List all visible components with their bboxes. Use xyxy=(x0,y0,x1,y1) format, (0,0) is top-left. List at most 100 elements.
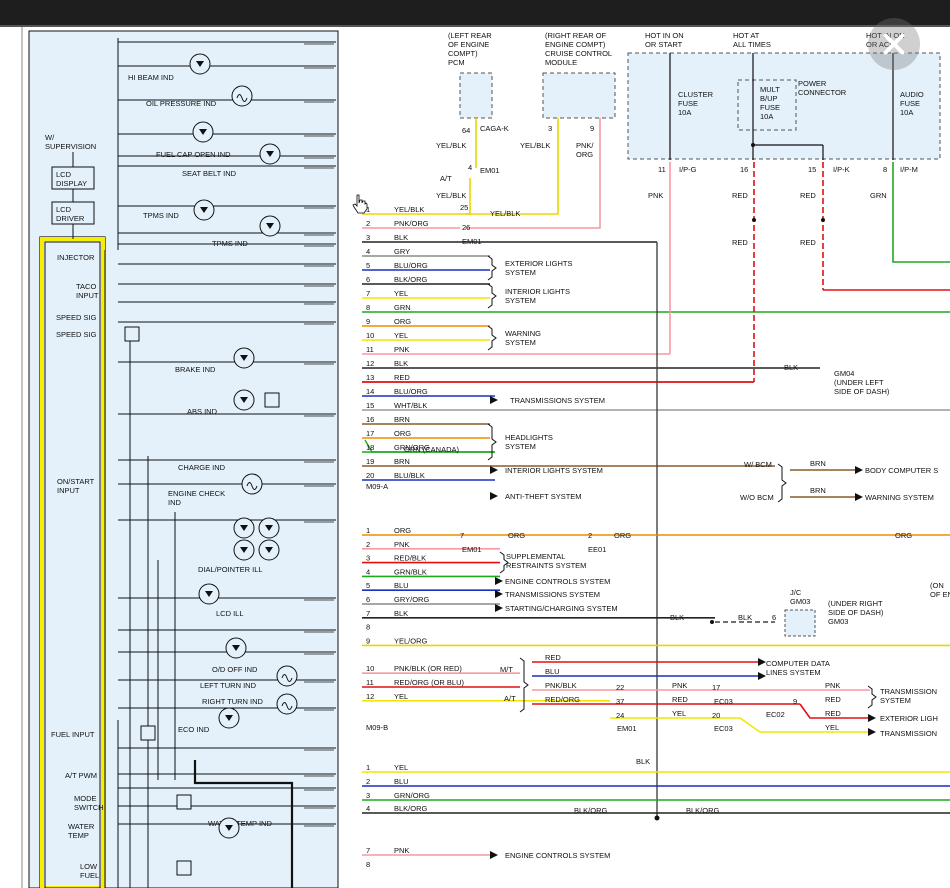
pin-number: 22 xyxy=(616,683,624,692)
arrow-icon xyxy=(490,851,498,859)
pin-number: 7 xyxy=(366,846,370,855)
arrow-icon xyxy=(855,466,863,474)
indicator-label: TPMS IND xyxy=(143,211,179,220)
wire-label: RED xyxy=(672,695,688,704)
pin-number: 5 xyxy=(366,581,370,590)
pin-number: 13 xyxy=(366,373,374,382)
diode-icon xyxy=(200,207,208,213)
diode-icon xyxy=(205,591,213,597)
wire-label: PNK/ORG xyxy=(576,141,594,159)
arrow-icon xyxy=(495,604,503,612)
label-at: A/T xyxy=(504,694,516,703)
close-button[interactable] xyxy=(868,18,920,70)
wire-label: PNK/BLK (OR RED) xyxy=(394,664,462,673)
wire-label: BRN xyxy=(810,459,826,468)
arrow-icon xyxy=(495,577,503,585)
filament-icon xyxy=(236,94,248,102)
wire-label: BLK/ORG xyxy=(686,806,720,815)
viewer-top-bar xyxy=(0,0,950,25)
connector-label: I/P-K xyxy=(833,165,850,174)
wire-label: GRY/ORG xyxy=(394,595,429,604)
filament-icon xyxy=(281,674,293,682)
pin-number: 4 xyxy=(366,804,370,813)
pin-number: 20 xyxy=(712,711,720,720)
pin-number: 8 xyxy=(883,165,887,174)
connector-label: I/P-M xyxy=(900,165,918,174)
wire-label: BLK xyxy=(636,757,650,766)
wire-label: BLK/ORG xyxy=(574,806,608,815)
wire-label: YEL xyxy=(394,763,408,772)
pin-number: 12 xyxy=(366,359,374,368)
arrow-icon xyxy=(490,396,498,404)
brace-icon xyxy=(487,255,497,281)
pin-number: 16 xyxy=(740,165,748,174)
pin-number: 3 xyxy=(366,554,370,563)
connector-label: EM01 xyxy=(617,724,637,733)
pin-number: 8 xyxy=(366,623,370,632)
pin-number: 10 xyxy=(366,331,374,340)
indicator-label: ABS IND xyxy=(187,407,218,416)
system-label-exterior-light-r: EXTERIOR LIGH xyxy=(880,714,938,723)
indicator-label: RIGHT TURN IND xyxy=(202,697,264,706)
pin-number: 4 xyxy=(468,163,472,172)
pin-number: 1 xyxy=(366,526,370,535)
wire-label: YEL/BLK xyxy=(394,205,424,214)
wire-label: RED xyxy=(800,191,816,200)
wire-label: PNK xyxy=(394,846,409,855)
lamp-icon xyxy=(276,693,298,715)
system-label-starting: STARTING/CHARGING SYSTEM xyxy=(505,604,618,613)
connector-label: EE01 xyxy=(588,545,606,554)
indicator-label: LCD ILL xyxy=(216,609,244,618)
pin-number: 15 xyxy=(366,401,374,410)
input-label: FUEL INPUT xyxy=(51,730,95,739)
pin-number: 15 xyxy=(808,165,816,174)
pin-number: 18 xyxy=(366,443,374,452)
junction-dot xyxy=(752,218,756,222)
pin-number: 9 xyxy=(366,317,370,326)
diode-icon xyxy=(265,547,273,553)
pin-number: 20 xyxy=(366,471,374,480)
wire-label: PNK xyxy=(394,345,409,354)
wire-label: RED xyxy=(545,653,561,662)
wire-label: GRN/BLK xyxy=(394,567,427,576)
pin-number: 14 xyxy=(366,387,374,396)
wire-label: BLU/ORG xyxy=(394,261,428,270)
diode-icon xyxy=(240,397,248,403)
transistor-icon xyxy=(124,326,140,342)
pin-number: 2 xyxy=(366,219,370,228)
pin-number: 16 xyxy=(366,415,374,424)
connector-label: M09-B xyxy=(366,723,388,732)
wire-label: YEL xyxy=(394,331,408,340)
transistor-icon xyxy=(264,392,280,408)
diode-icon xyxy=(199,129,207,135)
indicator-label: SEAT BELT IND xyxy=(182,169,237,178)
pin-number: 5 xyxy=(366,261,370,270)
system-label-anti-theft: ANTI-THEFT SYSTEM xyxy=(505,492,582,501)
brace-icon xyxy=(499,551,509,574)
wire-label: RED xyxy=(732,238,748,247)
pin-number: 9 xyxy=(793,697,797,706)
indicator-label: HI BEAM IND xyxy=(128,73,174,82)
system-label-engine-controls-2: ENGINE CONTROLS SYSTEM xyxy=(505,851,610,860)
pin-number: 3 xyxy=(366,791,370,800)
system-label-body-computer: BODY COMPUTER S xyxy=(865,466,938,475)
wire-grn-audio xyxy=(892,162,950,263)
pcm-box xyxy=(459,72,493,119)
wire-label: RED xyxy=(825,695,841,704)
wire-label: PNK/BLK xyxy=(545,681,577,690)
filament-icon xyxy=(281,702,293,710)
